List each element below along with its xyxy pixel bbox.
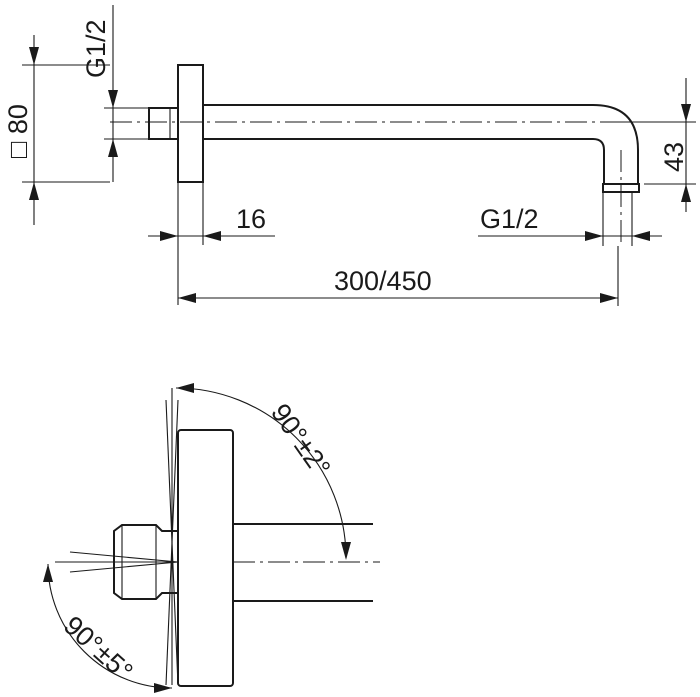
- wall-flange: [177, 64, 204, 183]
- dim-square-80: □ 80: [3, 35, 110, 225]
- square-value: 80: [3, 104, 33, 134]
- label-angle-upper: 90°±2°: [265, 398, 336, 482]
- label-wall-thread: G1/2: [81, 19, 111, 78]
- dim-drop-43: 43: [600, 78, 696, 212]
- dim-wall-thread: G1/2: [81, 5, 150, 182]
- angle-arc-lower: [47, 563, 173, 689]
- dim-length: 300/450: [178, 246, 619, 306]
- angle-arc-upper: [175, 387, 347, 559]
- dim-outlet-thread: G1/2: [478, 192, 662, 246]
- arm-tube-bottom: [202, 138, 605, 185]
- arm-tube-top: [202, 104, 639, 185]
- detail-flange: [177, 429, 234, 687]
- wall-thread-connector: [148, 107, 179, 140]
- svg-text:□ 80: □ 80: [3, 104, 33, 158]
- square-symbol: □: [3, 141, 33, 158]
- tolerance-fan-lines: [55, 388, 179, 686]
- label-drop: 43: [659, 142, 689, 172]
- dim-flange-depth: 16: [148, 150, 275, 305]
- label-length: 300/450: [334, 266, 432, 296]
- tolerance-detail: 90°±2° 90°±5°: [43, 383, 380, 693]
- label-flange-depth: 16: [236, 204, 266, 234]
- label-outlet-thread: G1/2: [480, 204, 539, 234]
- shower-arm-elevation: [110, 64, 640, 245]
- label-angle-lower: 90°±5°: [58, 610, 139, 687]
